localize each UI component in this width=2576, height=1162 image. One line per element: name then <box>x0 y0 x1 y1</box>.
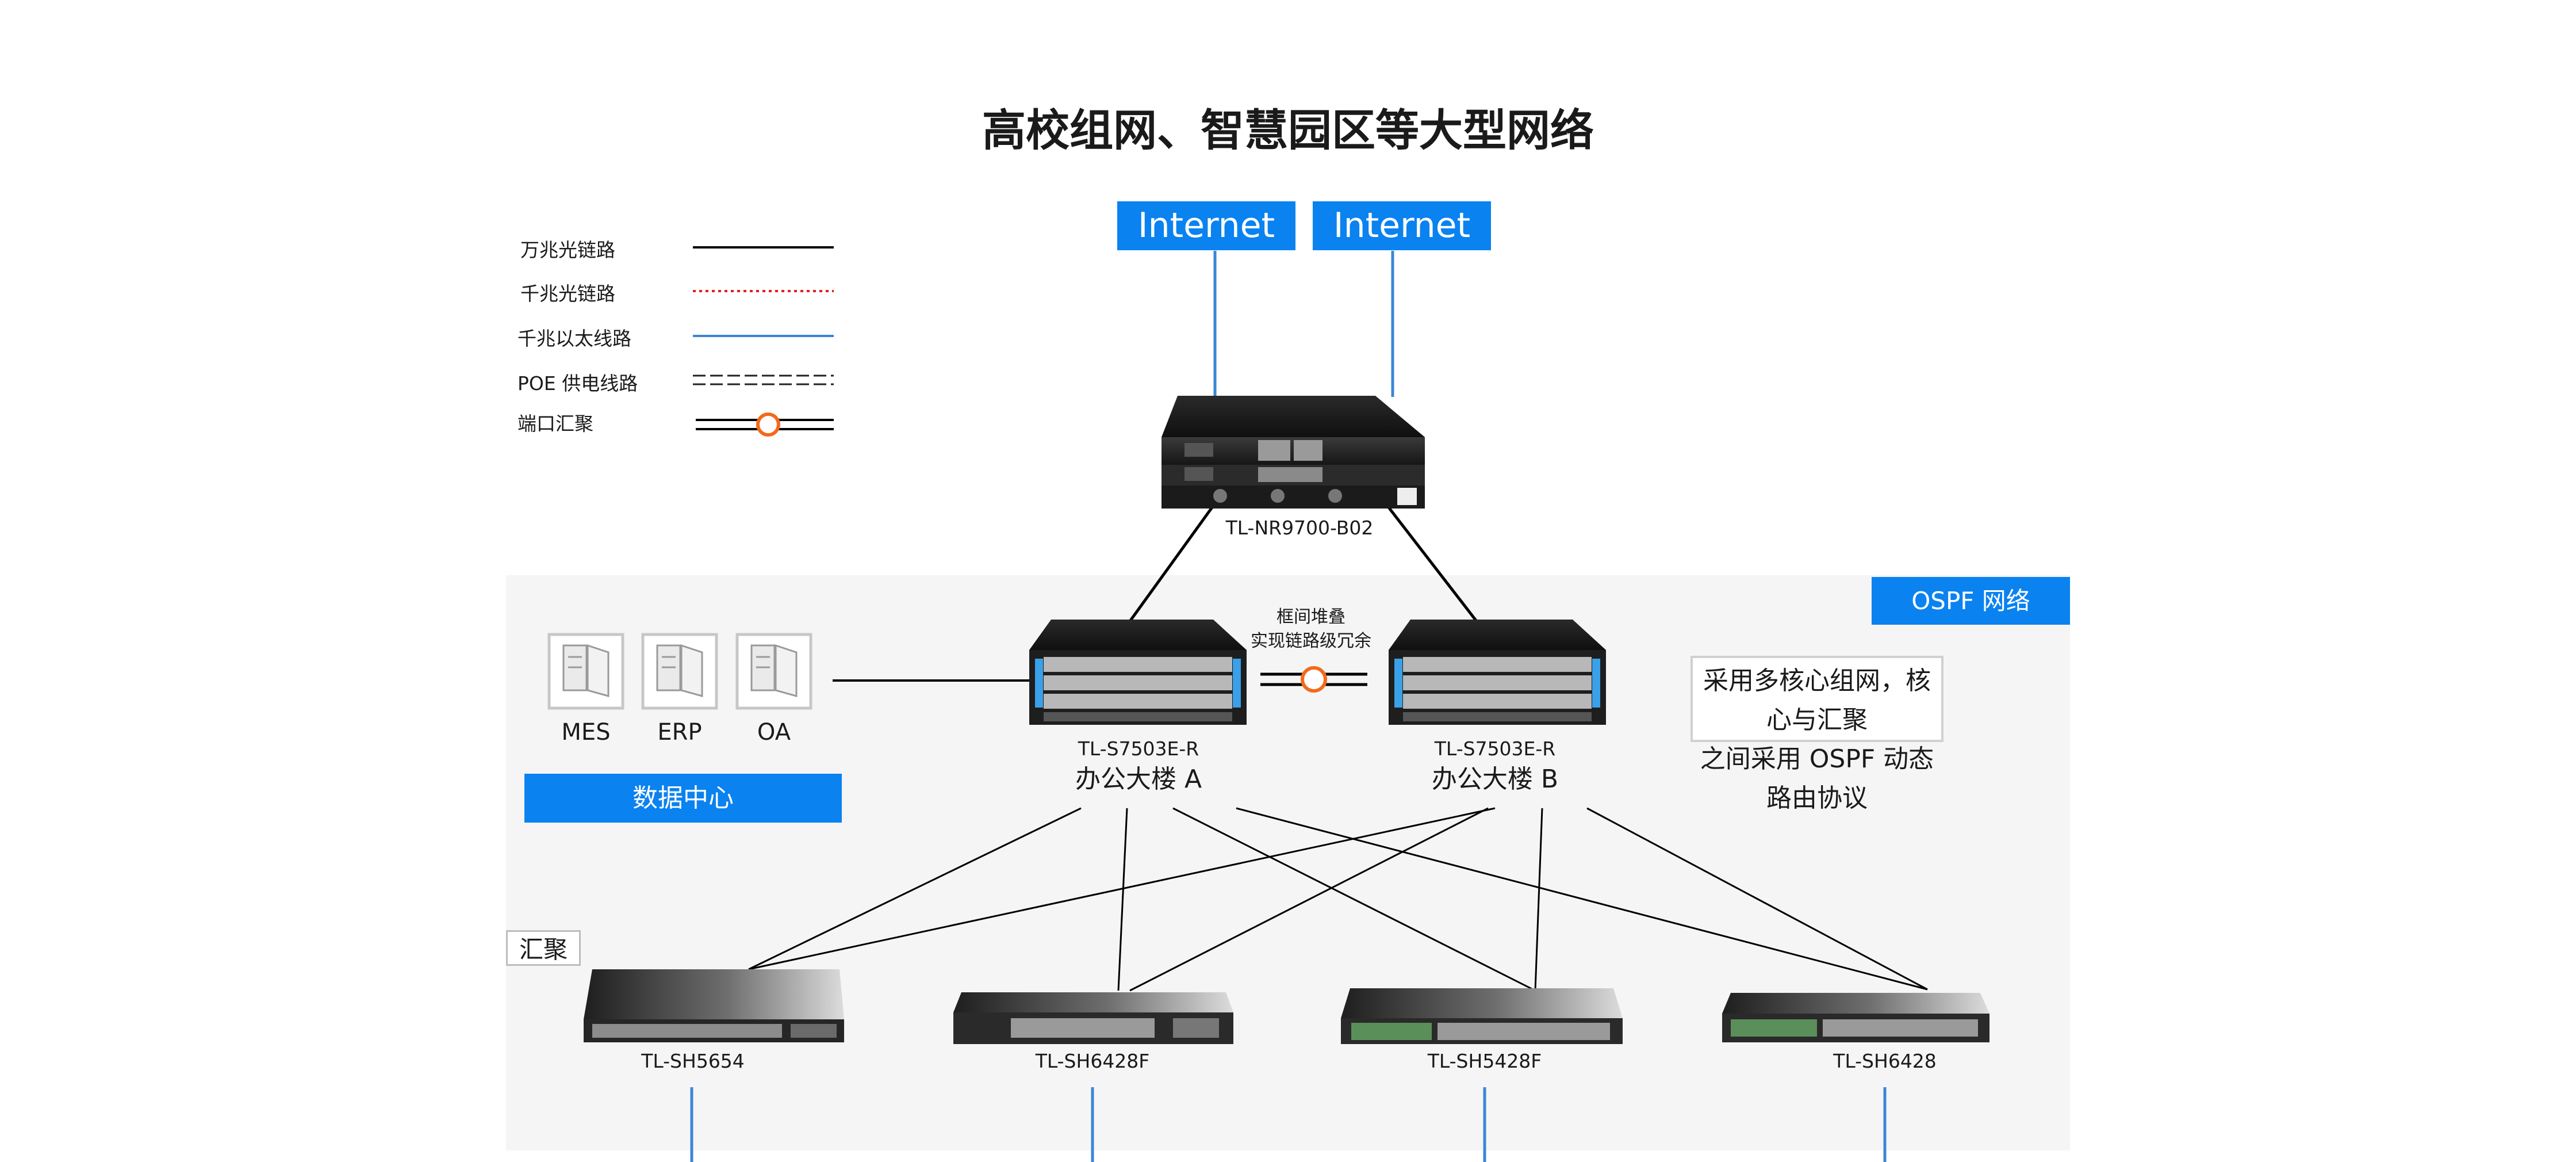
core-switch-b <box>1389 620 1606 725</box>
server-mes-icon <box>547 633 624 710</box>
link-router-core-a <box>1128 506 1214 622</box>
server-mes-label: MES <box>561 719 611 746</box>
server-erp-label: ERP <box>657 719 702 746</box>
datacenter-label: 数据中心 <box>524 774 842 823</box>
agg-switch-2 <box>953 992 1233 1044</box>
agg-switch-1 <box>584 969 844 1042</box>
legend-line-lag <box>696 412 834 437</box>
info-line-1: 采用多核心组网，核心与汇聚 <box>1703 666 1931 735</box>
legend-label-lag: 端口汇聚 <box>518 412 593 435</box>
agg-2-model-label: TL-SH6428F <box>1035 1050 1150 1072</box>
ospf-region-label: OSPF 网络 <box>1872 577 2070 625</box>
stack-note-line-2: 实现链路级冗余 <box>1251 631 1371 651</box>
agg-switch-4 <box>1722 993 1989 1042</box>
legend-label-10g-fiber: 万兆光链路 <box>520 239 615 261</box>
server-oa-icon <box>735 633 812 710</box>
agg-4-model-label: TL-SH6428 <box>1833 1050 1937 1072</box>
legend-label-poe: POE 供电线路 <box>518 372 638 395</box>
server-icons <box>547 633 812 710</box>
stack-link <box>1260 666 1367 693</box>
core-b-model-label: TL-S7503E-R <box>1434 737 1556 760</box>
core-aggregation-links <box>748 807 1928 992</box>
aggregation-label: 汇聚 <box>506 930 581 966</box>
legend-line-poe <box>693 374 834 385</box>
link-router-core-b <box>1387 506 1478 622</box>
downlinks <box>690 1087 1887 1162</box>
legend-label-1g-fiber: 千兆光链路 <box>520 282 615 305</box>
router-model-label: TL-NR9700-B02 <box>1225 517 1374 539</box>
agg-3-model-label: TL-SH5428F <box>1427 1050 1542 1072</box>
core-a-location-label: 办公大楼 A <box>1075 765 1202 794</box>
server-oa-label: OA <box>757 719 791 746</box>
agg-switch-3 <box>1341 988 1623 1044</box>
core-switch-a <box>1029 620 1247 725</box>
diagram-title: 高校组网、智慧园区等大型网络 <box>982 105 1594 156</box>
internet-box-2: Internet <box>1313 201 1491 250</box>
info-line-2: 之间采用 OSPF 动态路由协议 <box>1700 744 1934 813</box>
internet-box-1: Internet <box>1117 201 1295 250</box>
ospf-info-box: 采用多核心组网，核心与汇聚 之间采用 OSPF 动态路由协议 <box>1690 656 1943 813</box>
router-device <box>1162 396 1425 509</box>
core-b-location-label: 办公大楼 B <box>1431 765 1559 794</box>
stack-note-line-1: 框间堆叠 <box>1276 607 1346 627</box>
legend-label-ethernet: 千兆以太线路 <box>518 327 631 350</box>
core-a-model-label: TL-S7503E-R <box>1078 737 1199 760</box>
stack-note: 框间堆叠 实现链路级冗余 <box>1236 605 1386 653</box>
agg-1-model-label: TL-SH5654 <box>641 1050 745 1072</box>
server-erp-icon <box>641 633 718 710</box>
legend <box>693 246 834 437</box>
